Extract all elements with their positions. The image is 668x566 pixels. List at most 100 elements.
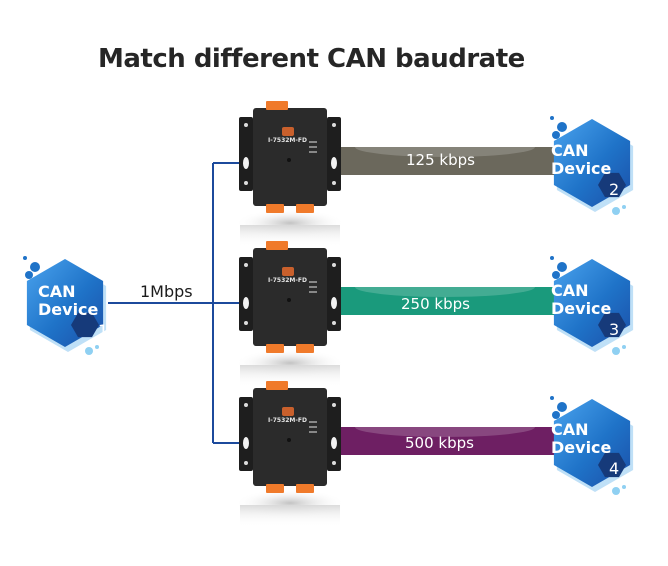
screw-hole-icon xyxy=(332,321,336,325)
bubble-icon xyxy=(85,347,93,355)
keyhole-icon xyxy=(331,297,337,309)
converter-reflection xyxy=(240,505,340,527)
source-device-line1: CAN xyxy=(38,282,76,301)
device-3-number: 3 xyxy=(609,320,620,339)
converter-2 xyxy=(235,241,345,387)
led-indicator xyxy=(309,281,317,283)
branch-1-bitrate: 125 kbps xyxy=(406,151,475,169)
mount-bracket-left xyxy=(239,257,253,331)
bubble-icon xyxy=(25,271,33,279)
led-indicator xyxy=(309,151,317,153)
brand-logo-icon xyxy=(282,127,294,136)
screw-hole-icon xyxy=(244,321,248,325)
bus-lines xyxy=(108,162,246,444)
converter-reflection xyxy=(240,365,340,387)
can-device-3 xyxy=(550,256,634,355)
led-indicator xyxy=(309,146,317,148)
keyhole-icon xyxy=(331,157,337,169)
converter-1-model: I-7532M-FD xyxy=(268,137,307,144)
mount-bracket-right xyxy=(327,257,341,331)
cable-1 xyxy=(330,147,560,175)
keyhole-icon xyxy=(331,437,337,449)
bubble-icon xyxy=(552,411,560,419)
converter-3 xyxy=(235,381,345,527)
mount-bracket-right xyxy=(327,397,341,471)
bubble-icon xyxy=(557,122,567,132)
can-connector-2 xyxy=(296,204,314,213)
led-indicator xyxy=(309,426,317,428)
diagram-title: Match different CAN baudrate xyxy=(98,44,525,74)
keyhole-icon xyxy=(243,437,249,449)
led-indicator xyxy=(309,291,317,293)
device-3-label: CAN Device xyxy=(551,282,611,318)
number-badge xyxy=(598,452,626,478)
bubble-icon xyxy=(30,262,40,272)
number-badge xyxy=(598,312,626,338)
device-3-line1: CAN xyxy=(551,281,589,300)
device-4-number: 4 xyxy=(609,459,620,478)
screw-hole-icon xyxy=(332,181,336,185)
bubble-icon xyxy=(550,396,554,400)
device-4-line2: Device xyxy=(551,438,612,457)
led-indicator xyxy=(309,431,317,433)
bubble-icon xyxy=(622,205,626,209)
led-indicator xyxy=(309,421,317,423)
converter-3-model: I-7532M-FD xyxy=(268,417,307,424)
number-badge xyxy=(598,172,626,198)
keyhole-icon xyxy=(243,297,249,309)
reset-button xyxy=(287,298,291,302)
bubble-icon xyxy=(557,402,567,412)
cable-1-highlight xyxy=(355,137,535,157)
can-connector-1 xyxy=(266,484,284,493)
bubble-icon xyxy=(550,116,554,120)
cable-3 xyxy=(330,427,560,455)
number-badge xyxy=(71,312,99,338)
bubble-icon xyxy=(612,207,620,215)
bubble-icon xyxy=(557,262,567,272)
converter-reflection xyxy=(240,225,340,247)
branch-3-bitrate: 500 kbps xyxy=(405,434,474,452)
source-can-device xyxy=(23,256,107,355)
bubble-icon xyxy=(622,485,626,489)
mount-bracket-left xyxy=(239,117,253,191)
screw-hole-icon xyxy=(332,403,336,407)
device-2-line2: Device xyxy=(551,159,612,178)
brand-logo-icon xyxy=(282,267,294,276)
converter-2-model: I-7532M-FD xyxy=(268,277,307,284)
bubble-icon xyxy=(23,256,27,260)
device-2-label: CAN Device xyxy=(551,142,611,178)
source-device-label: CAN Device xyxy=(38,283,98,319)
device-3-line2: Device xyxy=(551,299,612,318)
reset-button xyxy=(287,158,291,162)
keyhole-icon xyxy=(243,157,249,169)
screw-hole-icon xyxy=(244,461,248,465)
screw-hole-icon xyxy=(244,123,248,127)
source-device-number: 1 xyxy=(98,321,109,340)
converter-1 xyxy=(235,101,345,247)
device-2-line1: CAN xyxy=(551,141,589,160)
reset-button xyxy=(287,438,291,442)
cable-2 xyxy=(330,287,560,315)
can-connector-1 xyxy=(266,344,284,353)
can-connector-2 xyxy=(296,344,314,353)
source-device-line2: Device xyxy=(38,300,99,319)
device-4-line1: CAN xyxy=(551,420,589,439)
bubble-icon xyxy=(552,271,560,279)
bubble-icon xyxy=(550,256,554,260)
device-2-number: 2 xyxy=(609,180,620,199)
led-indicator xyxy=(309,141,317,143)
branch-2-bitrate: 250 kbps xyxy=(401,295,470,313)
bubble-icon xyxy=(612,347,620,355)
screw-hole-icon xyxy=(332,123,336,127)
power-connector xyxy=(266,381,288,390)
brand-logo-icon xyxy=(282,407,294,416)
screw-hole-icon xyxy=(244,181,248,185)
converter-body xyxy=(253,248,327,346)
screw-hole-icon xyxy=(244,403,248,407)
bubble-icon xyxy=(552,131,560,139)
power-connector xyxy=(266,241,288,250)
can-connector-2 xyxy=(296,484,314,493)
converter-body xyxy=(253,388,327,486)
cable-3-highlight xyxy=(355,417,535,437)
